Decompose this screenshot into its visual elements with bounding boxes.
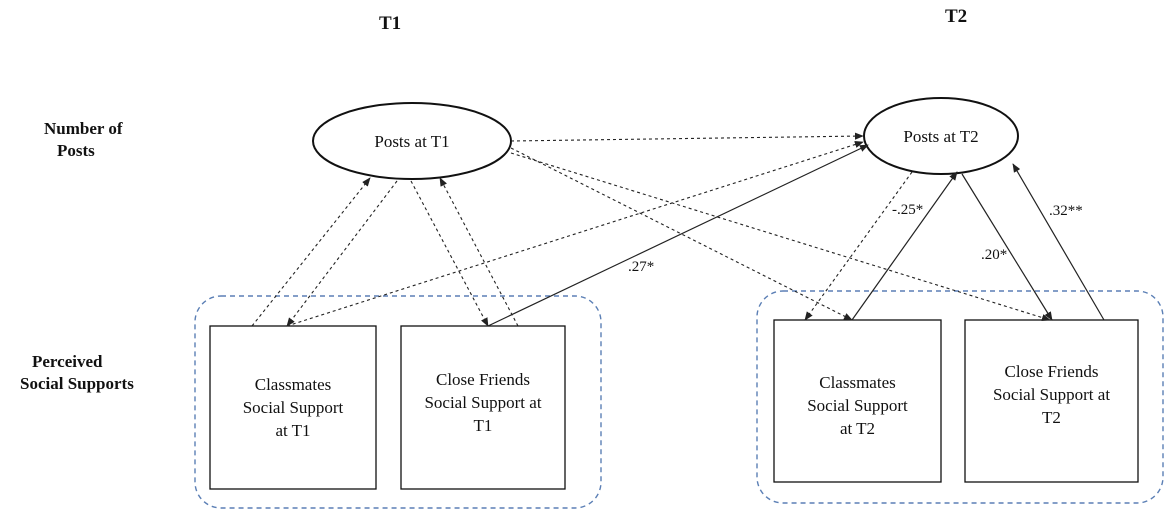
classmates-t2-line2: Social Support bbox=[807, 395, 908, 415]
friends-t2-line2: Social Support at bbox=[992, 384, 1111, 404]
path-classmates-t1-to-posts-t2 bbox=[286, 141, 864, 327]
path-friends-t1-to-posts-t1 bbox=[439, 177, 519, 327]
classmates-t1-box bbox=[209, 325, 377, 490]
row-label-support-line1: Perceived bbox=[32, 352, 103, 371]
classmates-t2-label: Classmates Social Support at T2 bbox=[774, 320, 941, 482]
friends-t2-label: Close Friends Social Support at T2 bbox=[965, 320, 1138, 482]
friends-t1-line1: Close Friends bbox=[436, 370, 530, 389]
friends-t1-label: Close Friends Social Support at T1 bbox=[401, 326, 565, 489]
posts-t2-label: Posts at T2 bbox=[903, 126, 979, 146]
posts-t2-ellipse bbox=[863, 97, 1019, 175]
coef-posts-t2-to-friends-t2: .20* bbox=[981, 247, 1008, 263]
row-label-perceived-social-supports: Perceived Social Supports bbox=[20, 351, 134, 395]
path-posts-t1-to-classmates-t2 bbox=[510, 147, 853, 321]
coef-friends-t2-to-posts-t2: .32** bbox=[1049, 203, 1083, 219]
classmates-t2-line1: Classmates bbox=[819, 372, 896, 392]
row-label-number-of-posts: Number of Posts bbox=[44, 118, 123, 162]
coef-posts-t2-to-classmates-t2: -.25* bbox=[892, 202, 924, 218]
t1-header: T1 bbox=[379, 13, 402, 34]
path-posts-t2-to-classmates-t2-dashed bbox=[804, 171, 913, 321]
friends-t2-line1: Close Friends bbox=[1004, 361, 1099, 381]
path-friends-t1-to-posts-t2-solid bbox=[487, 144, 869, 327]
path-classmates-t1-to-posts-t1 bbox=[251, 177, 371, 327]
classmates-t1-line3: at T1 bbox=[275, 421, 311, 440]
row-label-posts-line1: Number of bbox=[44, 119, 123, 138]
posts-t1-label: Posts at T1 bbox=[374, 131, 450, 151]
coef-friends-t1-to-posts-t2: .27* bbox=[628, 259, 655, 275]
row-label-posts-line2: Posts bbox=[57, 141, 95, 160]
path-classmates-t2-to-posts-t2-solid bbox=[851, 171, 958, 321]
classmates-t1-line1: Classmates bbox=[254, 375, 332, 394]
classmates-t2-box bbox=[773, 319, 942, 483]
row-label-support-line2: Social Supports bbox=[20, 374, 134, 393]
friends-t1-box bbox=[400, 325, 566, 490]
friends-t2-line3: T2 bbox=[1042, 407, 1061, 427]
path-posts-t1-to-friends-t2 bbox=[510, 152, 1051, 322]
t2-header: T2 bbox=[945, 6, 968, 27]
path-posts-t1-to-classmates-t1 bbox=[286, 180, 398, 327]
path-posts-t2-to-friends-t2-solid bbox=[961, 173, 1053, 321]
classmates-t1-label: Classmates Social Support at T1 bbox=[210, 326, 376, 489]
path-posts-t1-to-posts-t2 bbox=[510, 132, 864, 142]
classmates-t1-line2: Social Support bbox=[242, 398, 344, 417]
friends-t1-line2: Social Support at bbox=[424, 393, 542, 412]
classmates-t2-line3: at T2 bbox=[839, 418, 876, 438]
friends-t1-line3: T1 bbox=[473, 416, 493, 435]
path-friends-t2-to-posts-t2-solid bbox=[1012, 163, 1105, 321]
path-posts-t1-to-friends-t1 bbox=[410, 180, 489, 327]
